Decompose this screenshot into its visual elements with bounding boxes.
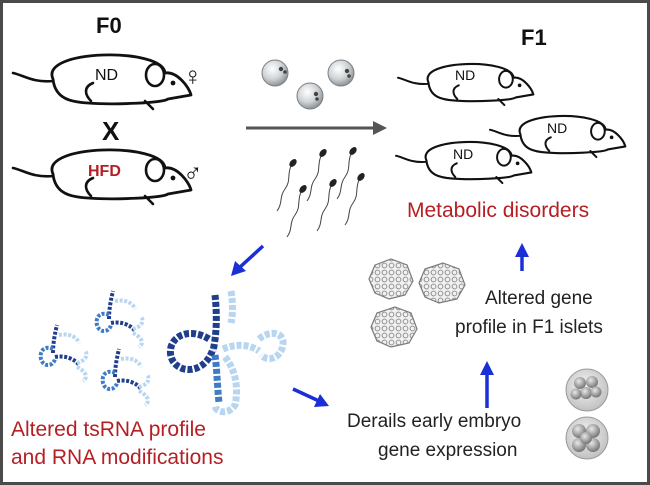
generation-arrow bbox=[246, 121, 387, 135]
female-symbol: ♀ bbox=[183, 61, 203, 91]
diagram-graphics bbox=[11, 53, 627, 460]
metabolic-disorders-label: Metabolic disorders bbox=[407, 199, 590, 222]
embryo-expression-line2: gene expression bbox=[378, 440, 518, 461]
early-embryos bbox=[565, 368, 609, 460]
f0-label: F0 bbox=[96, 13, 122, 38]
arrow-to-embryo bbox=[292, 387, 329, 407]
arrow-to-islets bbox=[480, 361, 494, 408]
arrow-to-metabolic bbox=[515, 243, 529, 271]
f1-label: F1 bbox=[521, 25, 547, 50]
arrow-to-tsrna bbox=[231, 244, 265, 276]
sperm-cells bbox=[276, 145, 367, 238]
offspring-3-diet-label: ND bbox=[453, 146, 474, 162]
tsrna-large bbox=[166, 290, 287, 416]
father-diet-label: HFD bbox=[88, 163, 121, 180]
offspring-2-diet-label: ND bbox=[547, 120, 568, 136]
tsrna-profile-line2: and RNA modifications bbox=[11, 446, 224, 469]
cross-symbol: X bbox=[102, 116, 120, 146]
offspring-1-diet-label: ND bbox=[455, 67, 476, 83]
islet-gene-profile-line1: Altered gene bbox=[485, 288, 593, 309]
male-symbol: ♂ bbox=[183, 158, 203, 188]
islet-gene-profile-line2: profile in F1 islets bbox=[455, 317, 603, 338]
mother-diet-label: ND bbox=[95, 67, 119, 84]
embryo-expression-line1: Derails early embryo bbox=[347, 411, 522, 432]
tsrna-profile-line1: Altered tsRNA profile bbox=[11, 418, 206, 441]
pancreatic-islets bbox=[368, 258, 466, 348]
tsrna-structures bbox=[38, 289, 287, 416]
oocytes bbox=[261, 59, 355, 110]
